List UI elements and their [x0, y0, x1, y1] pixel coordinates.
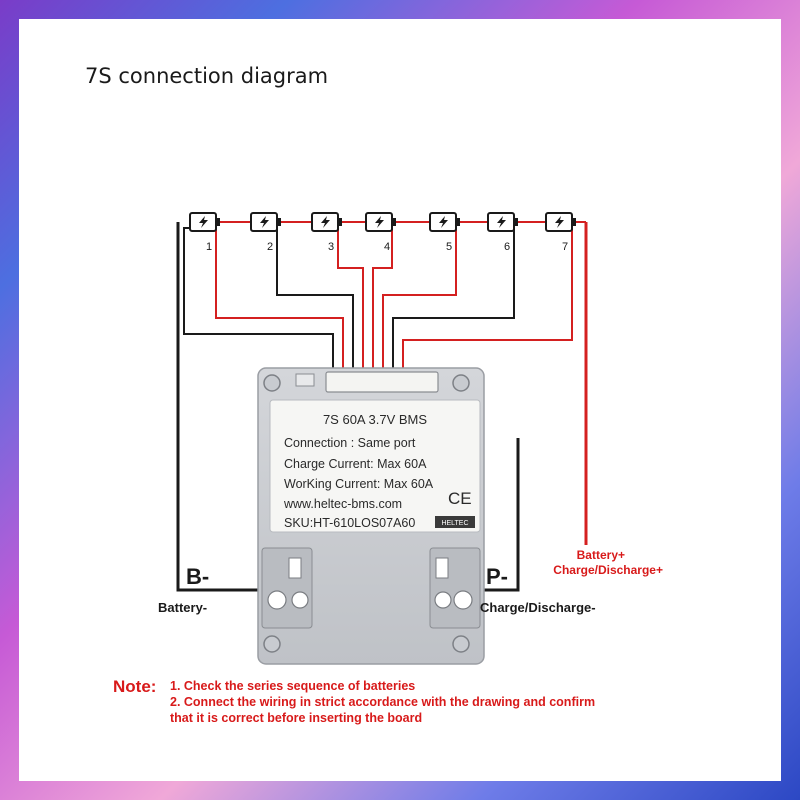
cell-6-number: 6: [504, 241, 510, 253]
page-title: 7S connection diagram: [85, 64, 329, 88]
note-line-3: that it is correct before inserting the …: [170, 711, 422, 725]
cell-2-number: 2: [267, 241, 273, 253]
battery-cell-icon: [497, 216, 506, 228]
cell-4-number: 4: [384, 241, 390, 253]
cell-1-number: 1: [206, 241, 212, 253]
cell-3-cap: [338, 218, 342, 226]
ce-mark: CE: [448, 489, 472, 508]
cell-1: 1: [189, 212, 220, 253]
balance-wire-7: [402, 228, 573, 380]
charge-discharge-plus-label: Charge/Discharge+: [553, 563, 663, 577]
bms-label-line-2: Connection : Same port: [284, 436, 416, 450]
balance-wire-1: [215, 228, 344, 380]
cell-3: 3: [311, 212, 342, 253]
p-minus-terminal: [434, 591, 452, 609]
cell-2: 2: [250, 212, 281, 253]
cell-5-cap: [456, 218, 460, 226]
bms-label-line-6: SKU:HT-610LOS07A60: [284, 516, 415, 530]
cell-7: 7: [545, 212, 576, 253]
battery-cell-icon: [555, 216, 564, 228]
battery-minus-label: Battery-: [158, 600, 207, 615]
balance-wire-3: [337, 228, 364, 380]
note-line-2: 2. Connect the wiring in strict accordan…: [170, 695, 595, 709]
balance-wire-5: [382, 228, 457, 380]
board-component: [295, 373, 315, 387]
bms-label-line-3: Charge Current: Max 60A: [284, 457, 427, 471]
screw-icon: [263, 635, 281, 653]
charge-discharge-minus-label: Charge/Discharge-: [480, 600, 596, 615]
cell-6-cap: [514, 218, 518, 226]
battery-cell-icon: [321, 216, 330, 228]
bms-label-line-4: WorKing Current: Max 60A: [284, 477, 434, 491]
bms-board: 7S 60A 3.7V BMS Connection : Same port C…: [257, 367, 485, 665]
b-minus-label: B-: [186, 564, 209, 589]
b-minus-pad: [261, 547, 313, 629]
cell-5-number: 5: [446, 241, 452, 253]
cell-7-cap: [572, 218, 576, 226]
brand-badge: [435, 516, 475, 528]
b-minus-pad-slot: [288, 557, 302, 579]
note-heading: Note:: [113, 677, 156, 696]
battery-cell-icon: [260, 216, 269, 228]
battery-cell-icon: [439, 216, 448, 228]
b-minus-terminal: [267, 590, 287, 610]
battery-plus-label: Battery+: [577, 548, 625, 562]
b-minus-terminal-hole: [291, 591, 309, 609]
brand-badge-text: HELTEC: [441, 520, 468, 527]
cell-2-cap: [277, 218, 281, 226]
balance-wire-2: [276, 228, 354, 380]
b-minus-wire: [176, 222, 258, 592]
screw-icon: [452, 374, 470, 392]
bms-label-sticker: [269, 399, 481, 533]
cell-5: 5: [429, 212, 460, 253]
balance-wire-4: [372, 228, 393, 380]
p-minus-pad-slot: [435, 557, 449, 579]
balance-wire-0: [183, 227, 334, 380]
screw-icon: [263, 374, 281, 392]
note-line-1: 1. Check the series sequence of batterie…: [170, 679, 415, 693]
cell-3-number: 3: [328, 241, 334, 253]
cell-4: 4: [365, 212, 396, 253]
balance-connector: [325, 371, 439, 393]
battery-cell-icon: [375, 216, 384, 228]
p-minus-label: P-: [486, 564, 508, 589]
cell-6: 6: [487, 212, 518, 253]
cell-4-cap: [392, 218, 396, 226]
screw-icon: [452, 635, 470, 653]
battery-cell-icon: [199, 216, 208, 228]
bms-label-line-1: 7S 60A 3.7V BMS: [323, 412, 427, 427]
p-minus-terminal-hole: [453, 590, 473, 610]
balance-wire-6: [392, 228, 515, 380]
cell-1-cap: [216, 218, 220, 226]
cell-7-number: 7: [562, 241, 568, 253]
bms-label-line-5: www.heltec-bms.com: [283, 497, 402, 511]
